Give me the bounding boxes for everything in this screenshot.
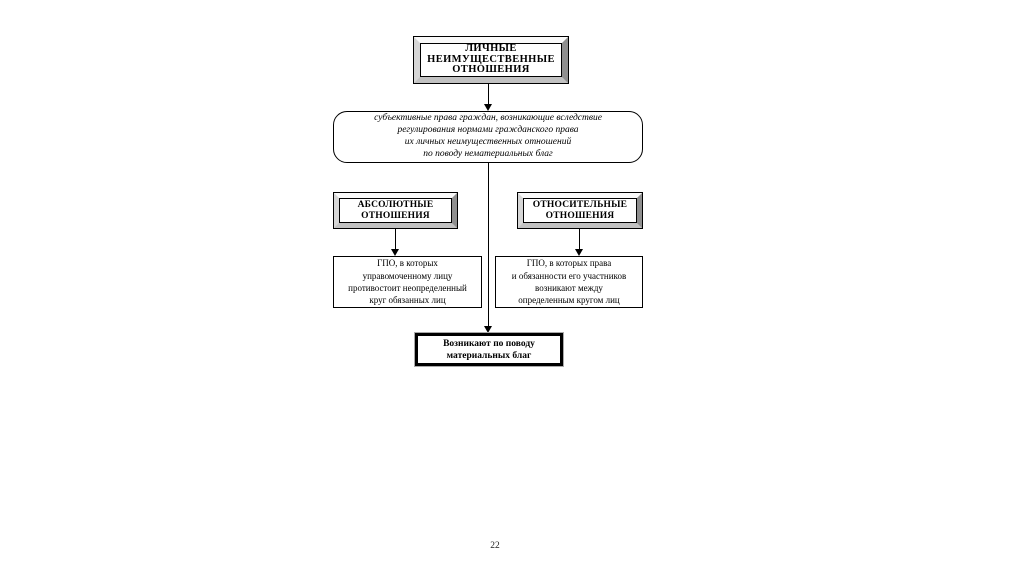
bevel-frame: ОТНОСИТЕЛЬНЫЕ ОТНОШЕНИЯ <box>518 193 642 228</box>
text-line: ОТНОШЕНИЯ <box>361 210 430 221</box>
connector-top-to-definition <box>488 84 489 104</box>
text-line: материальных благ <box>446 350 532 361</box>
text-line: и обязанности его участников <box>511 270 627 281</box>
box-text: ОТНОСИТЕЛЬНЫЕ ОТНОШЕНИЯ <box>523 198 637 223</box>
text-line: их личных неимущественных отношений <box>404 137 572 147</box>
absolute-relations-box: АБСОЛЮТНЫЕ ОТНОШЕНИЯ <box>333 192 458 229</box>
text-line: ГПО, в которых права <box>526 258 612 269</box>
text-line: регулирования нормами гражданского права <box>397 125 579 136</box>
relative-relations-box: ОТНОСИТЕЛЬНЫЕ ОТНОШЕНИЯ <box>517 192 643 229</box>
arrowhead-down-icon <box>484 104 492 111</box>
material-benefits-box: Возникают по поводу материальных благ <box>414 332 564 367</box>
text-line: определенным кругом лиц <box>518 295 620 306</box>
text-line: ОТНОСИТЕЛЬНЫЕ <box>532 199 628 210</box>
text-line: ГПО, в которых <box>377 258 438 269</box>
text-line: круг обязанных лиц <box>369 295 446 306</box>
personal-nonproperty-relations-box: ЛИЧНЫЕ НЕИМУЩЕСТВЕННЫЕ ОТНОШЕНИЯ <box>413 36 569 84</box>
definition-box: субъективные права граждан, возникающие … <box>333 111 643 163</box>
text-line: возникают между <box>535 283 603 293</box>
text-line: ЛИЧНЫЕ <box>465 43 517 55</box>
arrowhead-down-icon <box>391 249 399 256</box>
text-line: ОТНОШЕНИЯ <box>452 64 530 76</box>
connector-relative-to-desc <box>579 229 580 250</box>
text-line: Возникают по поводу <box>443 338 535 349</box>
box-text: ЛИЧНЫЕ НЕИМУЩЕСТВЕННЫЕ ОТНОШЕНИЯ <box>420 43 562 77</box>
text-line: НЕИМУЩЕСТВЕННЫЕ <box>427 53 555 65</box>
connector-absolute-to-desc <box>395 229 396 250</box>
text-line: АБСОЛЮТНЫЕ <box>357 199 434 210</box>
bevel-frame: ЛИЧНЫЕ НЕИМУЩЕСТВЕННЫЕ ОТНОШЕНИЯ <box>414 37 568 83</box>
box-text: АБСОЛЮТНЫЕ ОТНОШЕНИЯ <box>339 198 452 223</box>
arrowhead-down-icon <box>575 249 583 256</box>
page-number: 22 <box>490 541 500 551</box>
connector-definition-to-bottom <box>488 163 489 327</box>
relative-relations-description-box: ГПО, в которых права и обязанности его у… <box>495 256 643 308</box>
absolute-relations-description-box: ГПО, в которых управомоченному лицу прот… <box>333 256 482 308</box>
arrowhead-down-icon <box>484 326 492 333</box>
text-line: ОТНОШЕНИЯ <box>545 210 615 221</box>
text-line: управомоченному лицу <box>362 270 453 281</box>
text-line: субъективные права граждан, возникающие … <box>374 113 602 124</box>
text-line: противостоит неопределенный <box>348 283 467 293</box>
bevel-frame: АБСОЛЮТНЫЕ ОТНОШЕНИЯ <box>334 193 457 228</box>
text-line: по поводу нематериальных благ <box>423 148 553 159</box>
